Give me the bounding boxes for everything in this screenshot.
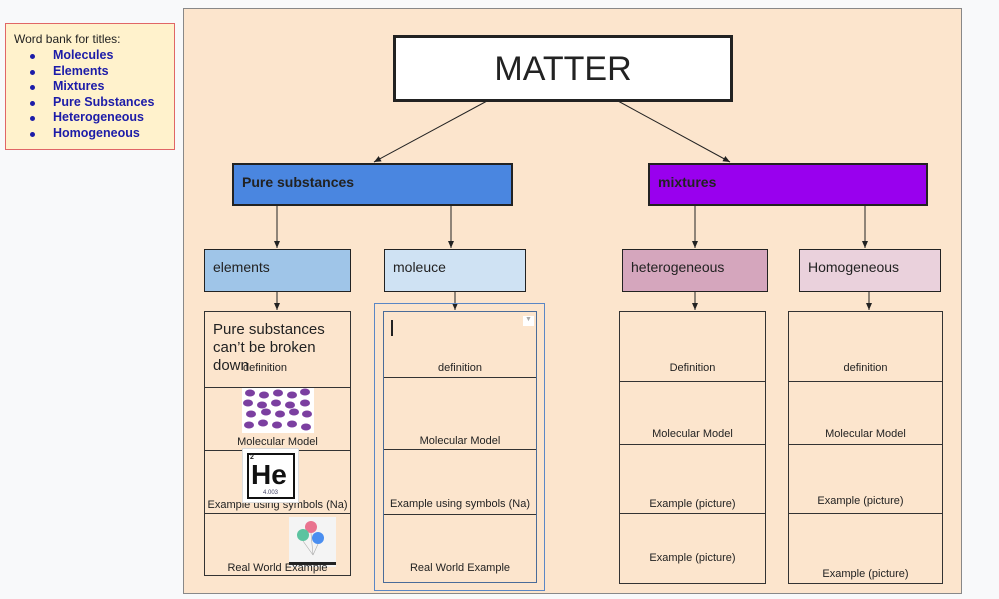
- drawing-canvas[interactable]: [183, 8, 962, 594]
- table-row: [384, 449, 536, 450]
- selection-frame[interactable]: [374, 303, 545, 591]
- elements-table[interactable]: Pure substances can’t be broken down def…: [204, 311, 351, 576]
- homogeneous-label: Homogeneous: [808, 259, 900, 275]
- homogeneous-box[interactable]: Homogeneous: [799, 249, 941, 292]
- cell-label: Example using symbols (Na): [390, 498, 530, 510]
- heterogeneous-table[interactable]: Definition Molecular Model Example (pict…: [619, 311, 766, 584]
- molecule-box[interactable]: moleuce: [384, 249, 526, 292]
- table-row: [789, 513, 942, 514]
- arrow: [373, 100, 488, 163]
- table-row: [620, 444, 765, 445]
- table-row: [205, 513, 350, 514]
- table-row: [205, 387, 350, 388]
- heterogeneous-box[interactable]: heterogeneous: [622, 249, 768, 292]
- cell-label: Molecular Model: [419, 435, 501, 447]
- table-row: [384, 377, 536, 378]
- word-bank-item: Mixtures: [14, 79, 174, 95]
- arrow: [617, 100, 731, 163]
- word-bank-item: Homogeneous: [14, 126, 174, 142]
- cell-menu-icon[interactable]: ▼: [523, 316, 534, 326]
- cell-label: Real World Example: [227, 562, 328, 574]
- cell-label: Real World Example: [409, 562, 511, 574]
- table-row: [620, 381, 765, 382]
- table-row: [384, 514, 536, 515]
- cell-label: Molecular Model: [237, 436, 318, 448]
- word-bank-item: Heterogeneous: [14, 110, 174, 126]
- word-bank-item: Elements: [14, 64, 174, 80]
- word-bank-item: Pure Substances: [14, 95, 174, 111]
- cell-label: definition: [843, 362, 888, 374]
- heterogeneous-label: heterogeneous: [631, 259, 725, 275]
- molecule-table[interactable]: ▼ definition Molecular Model Example usi…: [383, 311, 537, 583]
- mixtures-label: mixtures: [658, 174, 717, 190]
- pure-substances-label: Pure substances: [242, 174, 355, 190]
- table-row: [789, 381, 942, 382]
- cell-label: Molecular Model: [825, 428, 906, 440]
- element-symbol: He: [251, 459, 287, 490]
- balloons-image: [289, 517, 336, 567]
- matter-title: MATTER: [494, 50, 632, 88]
- cell-label: Example (picture): [649, 498, 736, 510]
- cell-label: definition: [437, 362, 483, 374]
- mixtures-box[interactable]: mixtures: [648, 163, 928, 206]
- matter-title-box[interactable]: MATTER: [393, 35, 733, 102]
- elements-label: elements: [213, 259, 270, 275]
- molecular-model-image: [242, 388, 314, 433]
- cell-label: definition: [242, 362, 288, 374]
- homogeneous-table[interactable]: definition Molecular Model Example (pict…: [788, 311, 943, 584]
- pure-substances-box[interactable]: Pure substances: [232, 163, 513, 206]
- text-cursor: [391, 320, 393, 336]
- table-row: [620, 513, 765, 514]
- word-bank[interactable]: Word bank for titles: Molecules Elements…: [5, 23, 175, 150]
- cell-label: Example (picture): [817, 495, 904, 507]
- cell-label: Example (picture): [649, 552, 736, 564]
- elements-box[interactable]: elements: [204, 249, 351, 292]
- cell-label: Example (picture): [822, 568, 909, 580]
- cell-label: Molecular Model: [652, 428, 733, 440]
- atomic-number: 2: [250, 454, 254, 461]
- word-bank-item: Molecules: [14, 48, 174, 64]
- cell-label: Definition: [669, 362, 716, 374]
- helium-element-image: 2 He 4.003: [242, 448, 299, 503]
- molecule-label: moleuce: [393, 259, 446, 275]
- elements-definition-text: Pure substances can’t be broken down: [213, 321, 325, 374]
- table-row: [789, 444, 942, 445]
- word-bank-title: Word bank for titles:: [14, 32, 121, 46]
- atomic-mass: 4.003: [263, 490, 279, 496]
